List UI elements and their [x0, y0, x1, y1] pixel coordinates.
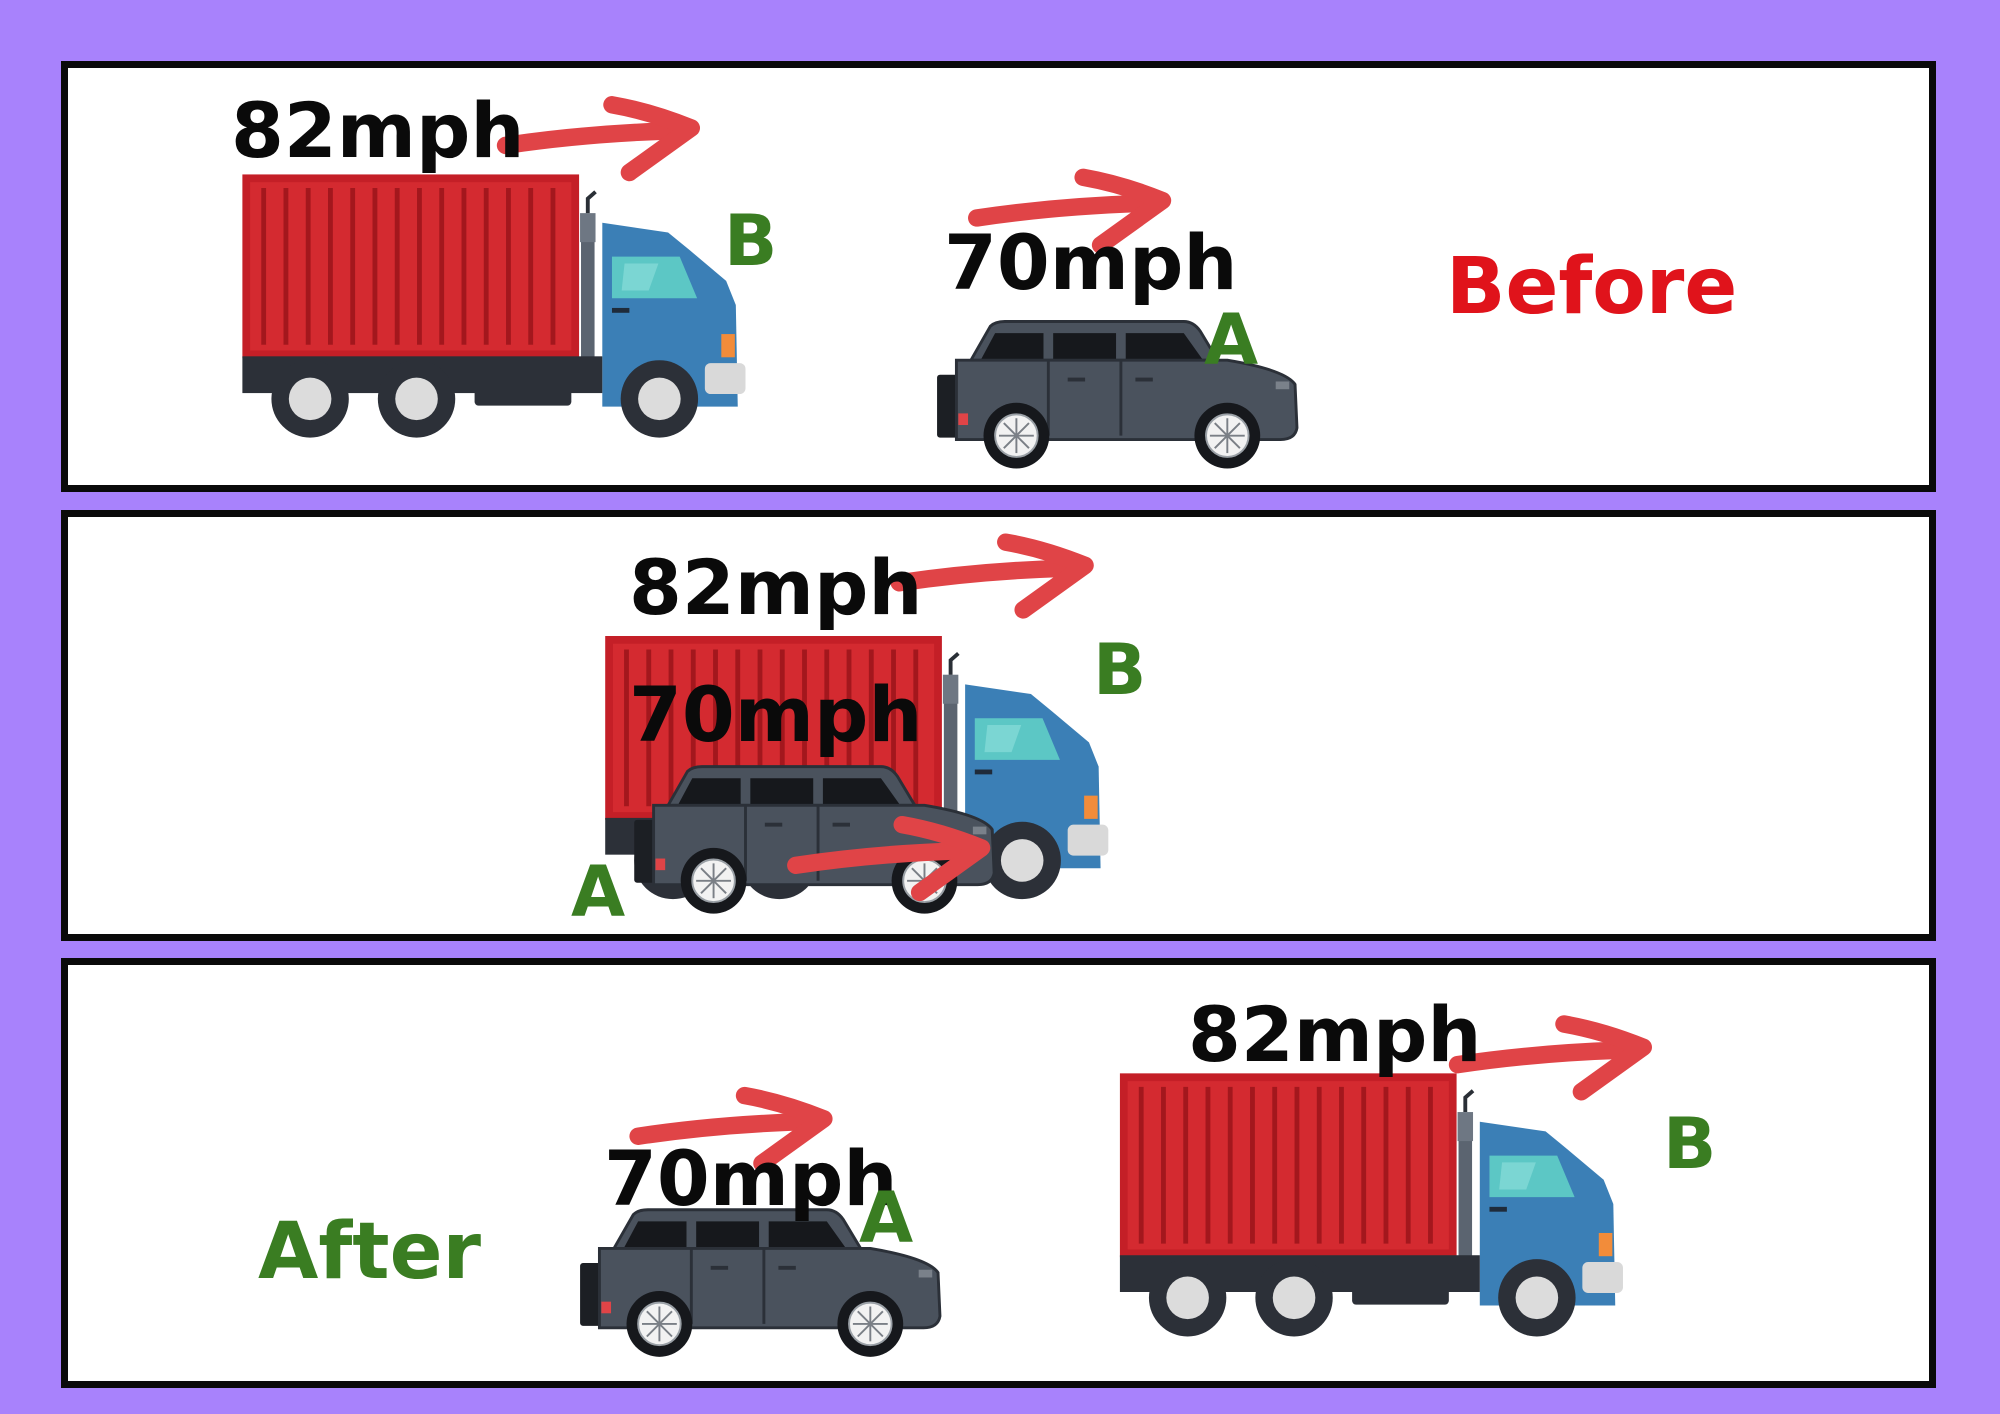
truck-b-icon	[242, 174, 745, 437]
suv-letter-label: A	[571, 851, 626, 933]
truck-speed-label: 82mph	[1188, 990, 1482, 1079]
suv-speed-label: 70mph	[944, 218, 1238, 307]
state-label-after: After	[258, 1207, 481, 1297]
suv-letter-label: A	[1204, 299, 1259, 381]
suv-speed-label: 70mph	[629, 670, 923, 759]
truck-speed-label: 82mph	[629, 543, 923, 632]
suv-letter-label: A	[859, 1177, 914, 1259]
panel-after: 82mph 70mph B A After	[61, 958, 1936, 1388]
truck-letter-label: B	[1663, 1103, 1717, 1185]
truck-speed-arrow	[1458, 1024, 1644, 1092]
truck-speed-arrow	[899, 542, 1085, 610]
truck-letter-label: B	[1093, 629, 1147, 711]
truck-speed-arrow	[506, 105, 692, 173]
suv-speed-label: 70mph	[604, 1134, 898, 1223]
truck-speed-label: 82mph	[231, 86, 525, 175]
truck-letter-label: B	[724, 200, 778, 282]
panel-collision: 82mph 70mph B A	[61, 510, 1936, 941]
scene-collision	[68, 517, 1929, 916]
state-label-before: Before	[1446, 242, 1738, 332]
panel-before: 82mph 70mph B A Before	[61, 61, 1936, 492]
truck-b-icon	[1120, 1073, 1623, 1336]
scene-after	[578, 965, 1929, 1359]
